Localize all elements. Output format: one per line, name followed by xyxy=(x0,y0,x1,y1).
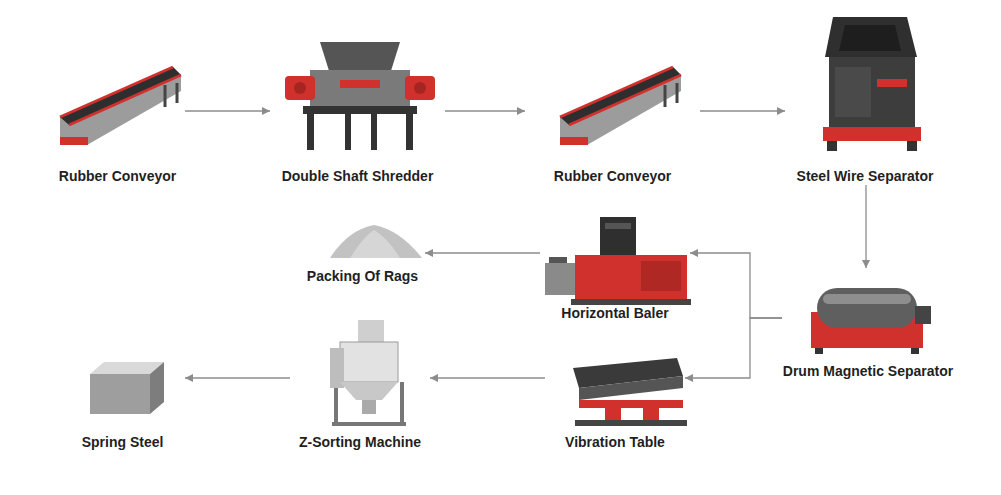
flow-arrow xyxy=(685,318,782,378)
steel-wire-separator-illustration xyxy=(823,17,921,151)
machine-node: Packing Of Rags xyxy=(300,215,425,285)
machine-node: Steel Wire Separator xyxy=(785,10,945,185)
horizontal-baler-illustration xyxy=(545,217,691,305)
machine-label: Packing Of Rags xyxy=(307,268,418,285)
flow-arrow xyxy=(690,253,782,318)
machine-node: Double Shaft Shredder xyxy=(270,35,445,185)
rubber-conveyor-illustration xyxy=(560,67,681,145)
rags-pile-illustration xyxy=(330,225,422,258)
flow-arrow xyxy=(445,110,525,111)
drum-magnetic-separator-illustration xyxy=(811,288,931,354)
machine-node: Horizontal Baler xyxy=(540,210,690,322)
vibration-table-illustration xyxy=(573,358,687,426)
flow-arrow xyxy=(430,377,545,378)
machine-node: Spring Steel xyxy=(60,360,185,451)
shredder-illustration xyxy=(285,42,435,150)
machine-label: Rubber Conveyor xyxy=(554,168,671,185)
machine-node: Z-Sorting Machine xyxy=(290,315,430,451)
machine-label: Rubber Conveyor xyxy=(59,168,176,185)
machine-label: Z-Sorting Machine xyxy=(299,434,421,451)
flow-arrow xyxy=(185,377,290,378)
machine-label: Double Shaft Shredder xyxy=(282,168,434,185)
machine-label: Drum Magnetic Separator xyxy=(783,363,953,380)
machine-label: Spring Steel xyxy=(82,434,164,451)
flow-arrow xyxy=(185,110,270,111)
z-sorting-machine-illustration xyxy=(330,320,406,426)
flow-arrow xyxy=(425,252,540,253)
flow-arrow xyxy=(865,185,866,268)
machine-label: Vibration Table xyxy=(565,434,665,451)
rubber-conveyor-illustration xyxy=(60,67,181,145)
machine-node: Drum Magnetic Separator xyxy=(782,268,954,380)
machine-node: Rubber Conveyor xyxy=(50,35,185,185)
machine-node: Rubber Conveyor xyxy=(525,35,700,185)
spring-steel-illustration xyxy=(90,362,164,414)
flow-arrow xyxy=(700,110,785,111)
machine-node: Vibration Table xyxy=(545,355,685,451)
machine-label: Steel Wire Separator xyxy=(797,168,934,185)
machine-label: Horizontal Baler xyxy=(561,305,668,322)
